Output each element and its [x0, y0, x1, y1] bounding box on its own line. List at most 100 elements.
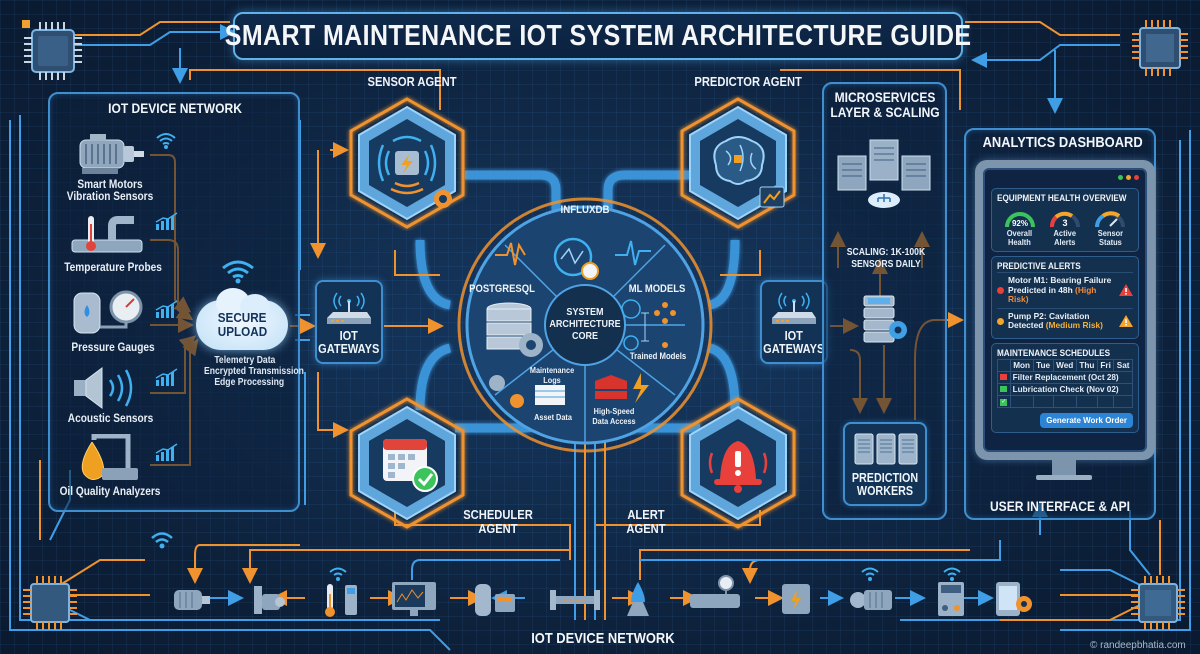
window-dot-orange	[1126, 175, 1131, 180]
tank-meter-icon	[475, 584, 515, 616]
valve-icon	[627, 582, 649, 616]
alert-agent-label: ALERT AGENT	[626, 507, 666, 536]
control-panel-icon	[938, 582, 964, 616]
pump-icon	[254, 586, 285, 614]
day-header: Wed	[1052, 358, 1077, 372]
alert-item[interactable]: Pump P2: Cavitation Detected (Medium Ris…	[997, 307, 1133, 334]
gateway-label: IOT GATEWAYS	[318, 329, 380, 356]
ml-models-label: ML MODELS	[628, 283, 686, 295]
sensor-module-icon	[345, 585, 357, 615]
monitor-base	[1036, 475, 1092, 480]
svg-text:92%: 92%	[1012, 219, 1028, 228]
thermometer-icon	[325, 584, 335, 617]
device-label-acoustic-sensors: Acoustic Sensors	[67, 413, 154, 425]
schedule-row[interactable]: ✓	[997, 394, 1133, 408]
motor-icon	[174, 590, 210, 610]
analytics-dashboard-title: ANALYTICS DASHBOARD	[982, 134, 1143, 151]
equipment-health-title: EQUIPMENT HEALTH OVERVIEW	[997, 193, 1127, 204]
gauge-arc-icon: 3	[1049, 211, 1080, 228]
signal-bars-icon	[155, 443, 178, 461]
trained-models-label: Trained Models	[629, 351, 687, 361]
generate-work-order-button[interactable]: Generate Work Order	[1040, 412, 1133, 428]
alert-item[interactable]: Motor M1: Bearing Failure Predicted in 4…	[997, 272, 1133, 308]
core-center-label: SYSTEM ARCHITECTURE CORE	[549, 306, 621, 342]
warning-triangle-red-icon	[1119, 284, 1133, 297]
influxdb-label: INFLUXDB	[560, 204, 610, 216]
oil-drop-icon	[81, 434, 138, 480]
alert-agent-hex	[680, 397, 796, 529]
secure-upload-cloud: SECURE UPLOAD	[196, 288, 288, 350]
wifi-icon	[329, 567, 347, 581]
chip-icon	[1131, 576, 1185, 630]
chip-icon	[23, 576, 77, 630]
sensor-agent-label: SENSOR AGENT	[367, 74, 457, 89]
bottom-iot-network-label: IOT DEVICE NETWORK	[531, 630, 675, 647]
credit-text: © randeepbhatia.com	[1090, 640, 1186, 651]
maintenance-schedules-title: MAINTENANCE SCHEDULES	[997, 347, 1111, 359]
power-box-icon	[782, 584, 810, 614]
iot-device-network-title: IOT DEVICE NETWORK	[108, 100, 242, 116]
monitor-stand	[1052, 458, 1076, 476]
thermometer-pipe-icon	[71, 216, 143, 253]
window-controls	[1118, 175, 1139, 180]
note-encrypted-transmission: Encrypted Transmission	[204, 366, 304, 377]
title-banner: SMART MAINTENANCE IOT SYSTEM ARCHITECTUR…	[225, 12, 971, 60]
schedule-corner	[997, 358, 1011, 372]
day-header: Thu	[1075, 358, 1098, 372]
speaker-icon	[74, 367, 133, 409]
sensor-agent-hex	[349, 97, 465, 229]
day-header: Tue	[1032, 358, 1054, 372]
wifi-icon	[156, 133, 176, 149]
day-header: Mon	[1009, 358, 1034, 372]
wifi-icon	[151, 532, 173, 549]
prediction-workers-box: PREDICTION WORKERS	[843, 422, 927, 506]
gauge-arc-icon: 92%	[1004, 212, 1035, 228]
server-cluster-icon	[837, 139, 931, 208]
svg-text:3: 3	[1062, 218, 1067, 228]
pipe-flange-icon	[550, 590, 600, 610]
asset-data-label: Asset Data	[534, 412, 572, 422]
window-dot-green	[1118, 175, 1123, 180]
note-telemetry-data: Telemetry Data	[214, 355, 276, 366]
wifi-icon	[943, 567, 961, 581]
motor-icon	[850, 590, 892, 610]
device-label-smart-motors: Smart Motors Vibration Sensors	[66, 179, 154, 203]
gateway-label: IOT GATEWAYS	[763, 329, 825, 356]
day-header: Fri	[1096, 358, 1115, 372]
page-title: SMART MAINTENANCE IOT SYSTEM ARCHITECTUR…	[224, 19, 972, 52]
bottom-device-chain	[168, 567, 1048, 620]
calendar-green-icon	[1000, 385, 1008, 392]
tablet-gear-icon	[996, 582, 1032, 616]
signal-bars-icon	[155, 212, 178, 230]
status-dot-orange	[997, 317, 1004, 325]
iot-gateway-left: IOT GATEWAYS	[315, 280, 383, 364]
predictor-agent-hex	[680, 97, 796, 229]
user-interface-api-label: USER INTERFACE & API	[989, 498, 1131, 514]
wifi-icon	[222, 260, 254, 284]
motor-icon	[79, 134, 144, 174]
device-label-oil-quality-analyzers: Oil Quality Analyzers	[59, 486, 161, 498]
maintenance-logs-label: Maintenance Logs	[529, 365, 575, 385]
high-speed-data-access-label: High-Speed Data Access	[592, 406, 636, 426]
prediction-workers-label: PREDICTION WORKERS	[851, 471, 919, 498]
schedule-table: Mon Tue Wed Thu Fri Sat Filter Replaceme…	[997, 358, 1134, 408]
day-header: Sat	[1113, 358, 1133, 372]
maintenance-schedules-card: MAINTENANCE SCHEDULES Mon Tue Wed Thu Fr…	[991, 342, 1139, 433]
schedule-row[interactable]: Filter Replacement (Oct 28)	[997, 370, 1134, 384]
schedule-row[interactable]: Lubrication Check (Nov 02)	[997, 382, 1134, 396]
chip-icon	[1132, 20, 1188, 76]
predictive-alerts-title: PREDICTIVE ALERTS	[997, 261, 1081, 272]
signal-bars-icon	[155, 368, 178, 386]
postgresql-label: POSTGRESQL	[469, 283, 535, 295]
checkbox-icon[interactable]: ✓	[1000, 399, 1008, 406]
status-dot-red	[997, 286, 1004, 294]
calendar-red-icon	[1000, 373, 1008, 380]
signal-bars-icon	[155, 300, 178, 318]
pressure-tank-gauge-icon	[73, 290, 143, 334]
secure-upload-notes: Telemetry Data Encrypted Transmission Ed…	[204, 355, 304, 388]
scaling-note: SCALING: 1K-100K SENSORS DAILY	[846, 247, 926, 270]
